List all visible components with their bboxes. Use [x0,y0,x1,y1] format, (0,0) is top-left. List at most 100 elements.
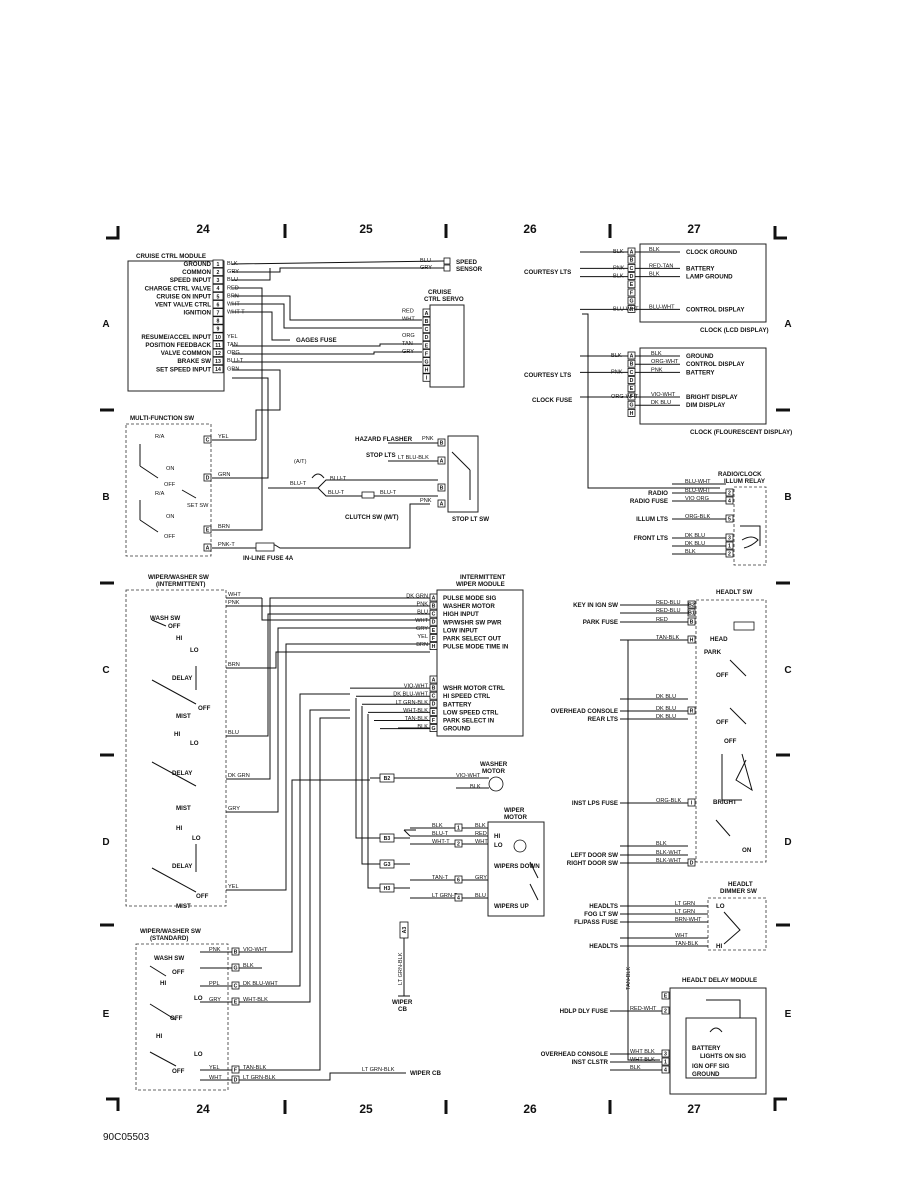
row-label-left-a: A [102,319,109,330]
wiper-int-label-2: HI [176,635,182,642]
headlt-wire-2: RED [656,617,668,623]
wiper-std-left-4: YEL [209,1065,220,1071]
delay-pin-3-id: 1 [664,1059,667,1065]
servo-pin-G-box [422,357,431,366]
clock-flour-right-B: ORG-WHT [651,359,679,365]
mf-pin-C-id: C [206,437,210,443]
clock-lcd-courtesy: COURTESY LTS [524,269,571,276]
row-label-right-a: A [784,319,791,330]
speed-sensor-pin-2 [443,264,451,272]
wiper-std-pin-2-id: C [234,983,238,989]
cruise-pin-4-id: 4 [217,286,220,292]
wm-lo: LO [494,842,503,849]
washer-wire-1: VIO-WHT [456,773,481,779]
headlt-pin-1-id: B1 [688,610,695,616]
dimmer-pin-4: HI [716,943,722,950]
dimmer-wire-2: BRN-WHT [675,917,702,923]
clock-lcd-pin-D-id: D [630,274,634,280]
stop-pin-1-id: A [440,458,444,464]
clock-flour-pin-F-id: F [630,394,633,400]
int-wire-6: BRN [416,642,428,648]
cruise-pin-6-id: 6 [217,302,220,308]
jumper-wire-3: BLU-T [328,490,345,496]
mf-off-1: OFF [164,482,176,488]
dimmer-pin-0: LO [716,903,725,910]
wiper-int-wire-2: BRN [228,662,240,668]
col-label-bottom-24: 24 [196,1102,210,1116]
row-label-left-c: C [102,665,109,676]
relay-label-2: RADIO FUSE [630,498,668,505]
wm-pin-3-id: 6 [457,877,460,883]
headlt-wire-9: BLK-WHT [656,850,682,856]
dimmer-wire-1: LT GRN [675,909,695,915]
relay-pin-4-id: 3 [728,535,731,541]
clock-lcd-fn-D: LAMP GROUND [686,274,733,281]
wiper-int-label-6: MIST [176,713,191,720]
wiper-std-right-5: LT GRN-BLK [243,1075,276,1081]
wm-left-0: BLK [432,823,443,829]
cruise-pin-12-id: 12 [215,351,221,357]
wiper-std-left-2: PPL [209,981,220,987]
wiper-int-title-1: WIPER/WASHER SW [148,574,209,581]
delay-pin-0-box [661,991,670,1000]
clock-lcd-pin-B-box [627,255,636,264]
wiper-std-right-2: DK BLU-WHT [243,981,278,987]
wiper-int-label-8: LO [190,740,199,747]
delay-fn-battery: BATTERY [692,1045,721,1052]
cruise-pin-6-box [212,300,224,309]
clock-flour-pin-D-box [627,376,636,385]
servo-pin-I-box [422,373,431,382]
int-pin-3-id: D [432,620,436,626]
clock-lcd-title: CLOCK (LCD DISPLAY) [700,327,769,334]
washer-motor-title-1: WASHER [480,761,508,768]
int-wire-10: LT GRN-BLK [396,700,429,706]
cruise-pin-9-box [212,324,224,333]
cruise-pin-label-13: BRAKE SW [177,358,211,365]
servo-label-1: CRUISE [428,289,451,296]
int-module-title-2: WIPER MODULE [456,581,505,588]
wiper-int-label-15: MIST [176,903,191,910]
wm-right-4: BLU [475,893,486,899]
wi-route-yel [262,643,430,891]
relay-pin-5-id: 1 [728,543,731,549]
mf-ra-2: R/A [155,491,165,497]
cruise-wire-11: TAN [227,342,238,348]
clock-flour-right-C: PNK [651,367,663,373]
wi-route-dkgrn [262,597,430,780]
int-wire-13: BLK [417,724,428,730]
wiper-int-label-4: DELAY [172,675,193,682]
cruise-pin-11-id: 11 [215,343,221,349]
headlt-pin-0-box [687,600,696,609]
wm-pin-2-id: 2 [457,841,460,847]
cruise-pin-1-box [212,259,224,268]
washer-connector-label: B2 [384,776,391,782]
wiper-cb-label-2: CB [398,1006,407,1013]
wiper-cb-wire: LT GRN-BLK [398,952,404,985]
clock-lcd-box [639,243,767,323]
dimmer-title-1: HEADLT [728,881,753,888]
cruise-pin-14-box [212,364,224,374]
cruise-wire-13: BLU-T [227,358,244,364]
wiper-motor-box [487,821,545,917]
clock-lcd-fn-H: CONTROL DISPLAY [686,306,745,313]
clock-lcd-right-C: RED-TAN [649,263,673,269]
clock-flour-right-A: BLK [651,351,662,357]
stop-pin-3-id: A [440,501,444,507]
wm-pin-0-id: 1 [457,825,460,831]
mf-pin-A-id: A [206,545,210,551]
inline-fuse-label: IN-LINE FUSE 4A [243,555,294,562]
clock-lcd-right-A: BLK [649,247,660,253]
headlt-wire-5: DK BLU [656,706,676,712]
wiper-std-label-7: OFF [172,1068,185,1075]
headlt-pos-off-2: OFF [716,719,729,726]
headlt-pos-bright: BRIGHT [713,799,737,806]
wm-left-1: BLU-T [432,831,449,837]
clock-lcd-pin-H-id: H [630,307,634,313]
washer-motor-symbol [488,776,504,792]
